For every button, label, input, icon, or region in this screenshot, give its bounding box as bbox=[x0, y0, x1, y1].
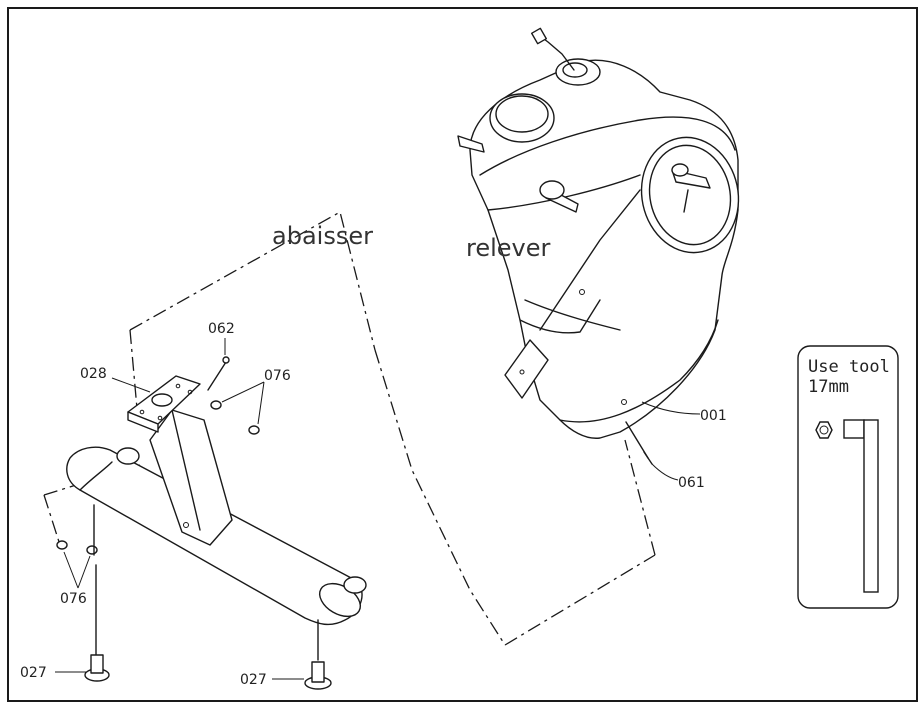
main-frame-part bbox=[457, 27, 740, 439]
foot-027-left bbox=[84, 504, 110, 682]
bolt-061 bbox=[625, 421, 653, 465]
leader-001 bbox=[641, 401, 701, 415]
foot-027-right bbox=[304, 619, 332, 690]
nuts-076-upper bbox=[210, 400, 260, 435]
label-076-upper: 076 bbox=[264, 368, 291, 384]
wrench-icon bbox=[843, 419, 879, 593]
label-001: 001 bbox=[700, 408, 727, 424]
hex-nut-icon bbox=[815, 421, 833, 439]
nuts-076-lower bbox=[56, 540, 98, 555]
leader-028 bbox=[111, 377, 151, 393]
tool-box: Use tool 17mm bbox=[797, 345, 899, 609]
tool-box-line1: Use tool bbox=[808, 357, 890, 377]
label-062: 062 bbox=[208, 321, 235, 337]
bolt-062 bbox=[207, 356, 230, 391]
label-061: 061 bbox=[678, 475, 705, 491]
label-027-left: 027 bbox=[20, 665, 47, 681]
rear-base-part bbox=[66, 375, 367, 626]
label-076-lower: 076 bbox=[60, 591, 87, 607]
diagram-border bbox=[7, 7, 918, 702]
leader-076-upper bbox=[221, 381, 265, 425]
step-lower: abaisser bbox=[272, 222, 373, 250]
label-028: 028 bbox=[80, 366, 107, 382]
leader-061 bbox=[651, 463, 679, 481]
leader-076-lower bbox=[63, 551, 91, 589]
label-027-right: 027 bbox=[240, 672, 267, 688]
step-raise: relever bbox=[466, 234, 551, 262]
alignment-guide-right bbox=[504, 439, 656, 646]
tool-box-line2: 17mm bbox=[808, 377, 849, 397]
